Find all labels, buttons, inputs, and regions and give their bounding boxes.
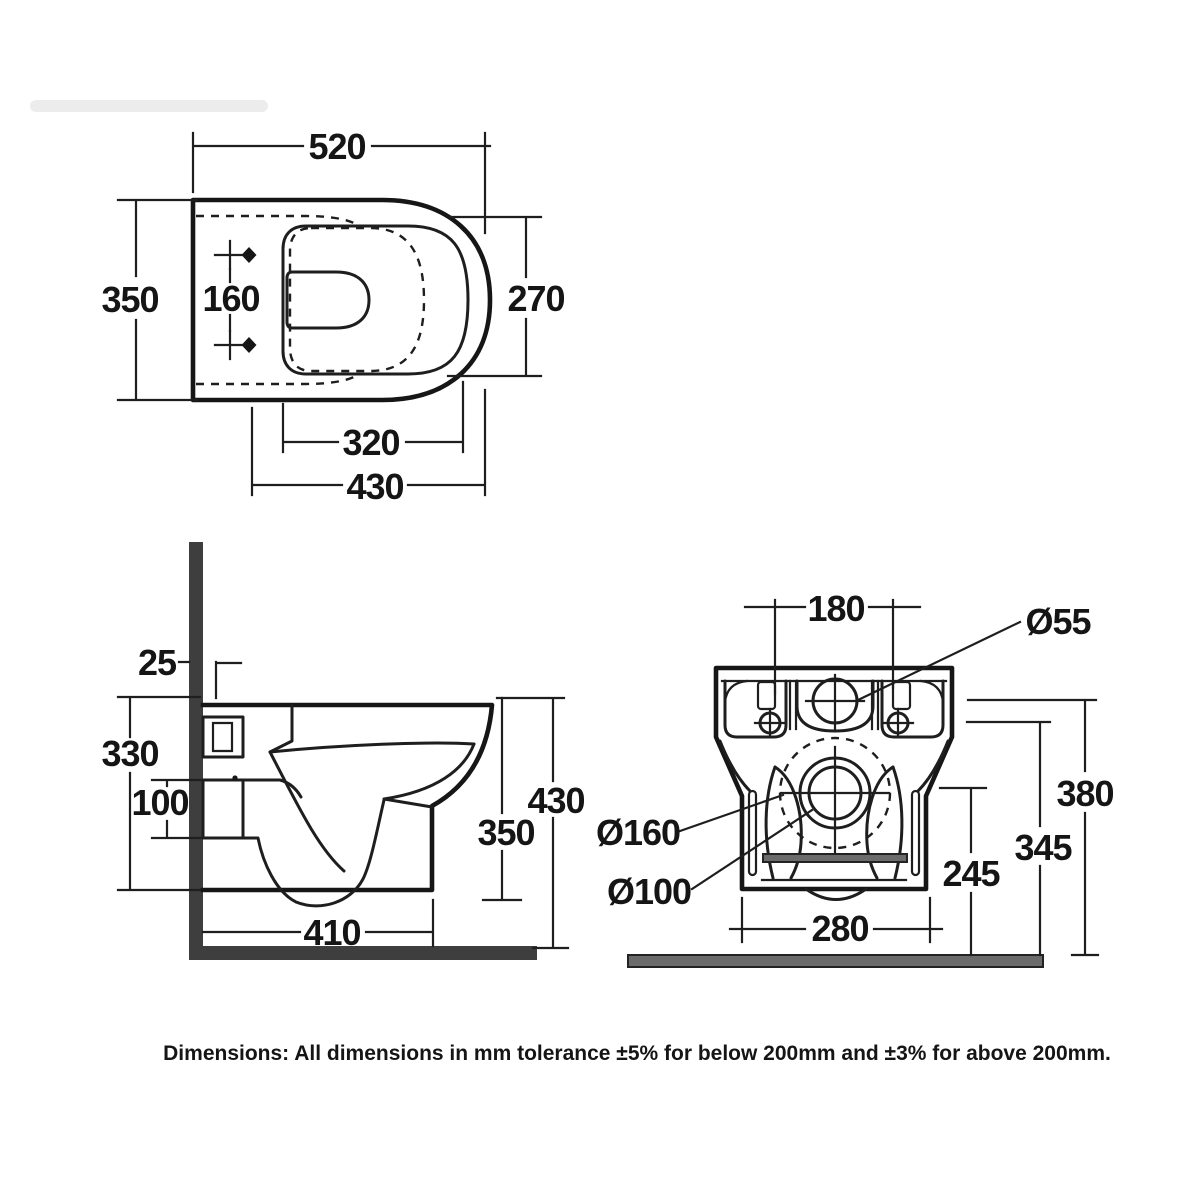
side-view: 25 330 100 410 430 [101, 542, 586, 960]
dim-outlet-height-100: 100 [131, 778, 205, 840]
screw-icon [881, 707, 915, 739]
dim-label-25: 25 [138, 642, 177, 683]
dim-label-330: 330 [101, 733, 158, 774]
rear-left-shoulder-line [718, 739, 752, 793]
seat-underside [268, 741, 476, 754]
right-wing-moulding [865, 765, 904, 880]
bowl-opening [285, 270, 371, 330]
wall-section [189, 542, 203, 960]
pan-body-outline [190, 197, 493, 403]
dim-label-350: 350 [101, 279, 158, 320]
floor-section [189, 946, 537, 960]
dim-label-160: 160 [202, 278, 259, 319]
floor-section-rear [627, 954, 1044, 968]
fixing-hole-icon [213, 329, 257, 361]
centre-strip-left [788, 679, 798, 731]
rear-right-shoulder-line [916, 739, 950, 793]
dim-projection-410: 410 [201, 898, 435, 953]
left-wing-moulding [764, 765, 803, 880]
tolerance-note: Dimensions: All dimensions in mm toleran… [163, 1042, 1111, 1065]
dim-label-180: 180 [807, 588, 864, 629]
dim-bowl-length-320: 320 [281, 380, 465, 463]
dim-label-520: 520 [308, 126, 365, 167]
dim-overall-width-520: 520 [191, 126, 492, 235]
dim-fixing-centres-180: 180 [743, 588, 922, 696]
bowl-back-curve [268, 750, 346, 873]
water-inlet [795, 673, 875, 733]
soil-pipe [201, 775, 245, 840]
dim-label-410: 410 [303, 912, 360, 953]
seat-step [268, 703, 294, 754]
screw-icon [753, 707, 787, 739]
bowl-underside [382, 797, 434, 809]
inner-contour-dashed-bottom [196, 374, 357, 386]
top-view: 160 520 350 270 320 [101, 126, 566, 507]
dim-label-100: 100 [131, 782, 188, 823]
pan-rear-outline [713, 665, 955, 892]
right-fixing-plate [880, 679, 945, 739]
label-outlet-inner-diameter: Ø100 [607, 808, 814, 912]
trap-curve [241, 798, 386, 908]
rim-inner-curve [382, 742, 476, 801]
dim-label-245: 245 [942, 853, 1000, 894]
right-side-slot [910, 789, 921, 877]
dim-label-outlet-d160: Ø160 [596, 812, 680, 853]
dim-label-inlet-d55: Ø55 [1025, 601, 1091, 642]
dim-base-width-280: 280 [728, 896, 944, 949]
dim-label-280: 280 [811, 908, 868, 949]
scan-smudge-artifact [30, 100, 268, 112]
dim-label-380: 380 [1056, 773, 1113, 814]
dim-overall-depth-350: 350 [101, 198, 199, 402]
drain-outlet [778, 736, 892, 860]
inner-contour-dashed-top [196, 214, 357, 226]
dim-seat-length-430: 430 [250, 388, 487, 507]
dim-fixing-centres-160: 160 [202, 267, 261, 333]
flush-pipe [201, 715, 245, 759]
dim-body-height-330: 330 [101, 695, 202, 892]
left-fixing-plate [723, 679, 788, 739]
label-outlet-outer-diameter: Ø160 [596, 793, 785, 853]
dim-seat-width-270: 270 [446, 215, 566, 378]
dim-rim-height-350: 350 [477, 696, 536, 902]
dim-inlet-centre-380: 380 [966, 698, 1115, 957]
left-side-slot [747, 789, 758, 877]
bowl-rim-dashed [288, 226, 426, 373]
soil-pipe-top-line [241, 778, 303, 799]
dim-label-430: 430 [346, 466, 403, 507]
dim-total-height-430: 430 [495, 696, 586, 950]
dim-wall-gap-25: 25 [138, 642, 243, 700]
pan-side-outline [200, 702, 495, 893]
fixing-hole-icon [213, 239, 257, 271]
outlet-cover-bump [804, 887, 868, 901]
dim-label-outlet-d100: Ø100 [607, 871, 691, 912]
dim-label-430-side: 430 [527, 780, 584, 821]
dim-label-320: 320 [342, 422, 399, 463]
label-inlet-diameter: Ø55 [856, 601, 1093, 702]
rear-view: 180 280 245 345 380 [596, 588, 1115, 968]
shelf-bar [762, 853, 908, 863]
dim-outlet-centre-245: 245 [938, 786, 1002, 957]
dim-label-270: 270 [507, 278, 564, 319]
seat-outline [281, 224, 470, 376]
dim-label-345: 345 [1014, 827, 1072, 868]
dim-inlet-bottom-345: 345 [965, 720, 1074, 957]
dim-label-350-side: 350 [477, 812, 534, 853]
